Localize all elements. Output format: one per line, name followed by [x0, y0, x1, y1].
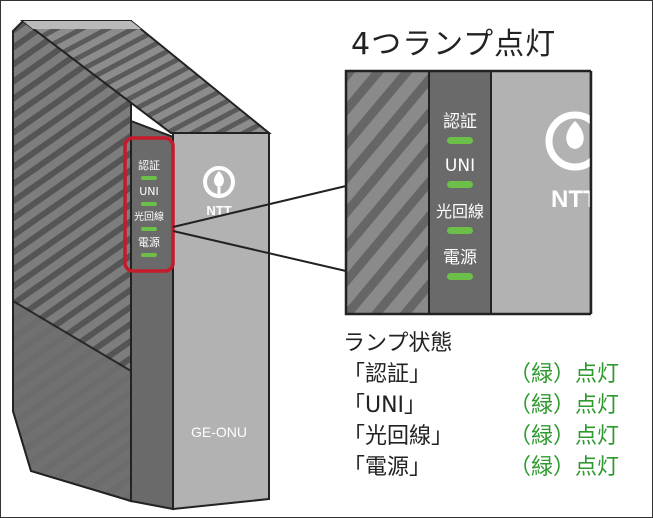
- device-lamp-auth: [141, 176, 157, 180]
- device-front-face: [172, 132, 270, 511]
- status-row-name: 「電源」: [343, 455, 432, 480]
- device-lamp-label-uni: UNI: [139, 185, 159, 198]
- zoom-lamp-uni: [447, 181, 473, 188]
- status-row-name: 「認証」: [343, 362, 432, 387]
- status-title: ランプ状態: [343, 331, 453, 356]
- zoom-lamp-auth: [447, 137, 473, 144]
- lamp-status-table: ランプ状態 「認証」 （緑）点灯 「UNI」 （緑）点灯 「光回線」 （緑）点灯…: [343, 329, 633, 483]
- device-lamp-group: 認証 UNI 光回線 電源: [134, 158, 164, 257]
- status-row-value: （緑）点灯: [509, 424, 620, 449]
- device-model-text: GE-ONU: [191, 424, 247, 440]
- headline: 4つランプ点灯: [351, 27, 557, 62]
- status-row-value: （緑）点灯: [509, 455, 620, 480]
- lamp-highlight-box: [123, 136, 175, 273]
- zoom-lamp-label-uni: UNI: [445, 156, 475, 176]
- device-lamp-label-auth: 認証: [138, 158, 160, 172]
- ntt-logo-icon: [203, 166, 235, 198]
- zoom-panel: NTT 認証 UNI 光回線 電源: [344, 61, 652, 331]
- zoom-lamp-fiber: [447, 227, 473, 234]
- status-row: 「電源」 （緑）点灯: [343, 452, 633, 483]
- status-row-name: 「UNI」: [343, 393, 427, 418]
- callout-lines: [172, 185, 347, 272]
- device-lamp-fiber: [141, 227, 157, 231]
- device-side-panel: [12, 20, 132, 503]
- status-row-name: 「光回線」: [343, 424, 454, 449]
- device-lamp-label-fiber: 光回線: [134, 210, 164, 223]
- zoom-lamp-power: [447, 273, 473, 280]
- status-row-value: （緑）点灯: [509, 362, 620, 387]
- device-lamp-label-power: 電源: [138, 235, 160, 249]
- zoom-lamp-label-fiber: 光回線: [436, 202, 484, 221]
- device-lamp-uni: [141, 202, 157, 206]
- status-row-value: （緑）点灯: [509, 393, 620, 418]
- status-row: 「UNI」 （緑）点灯: [343, 390, 633, 421]
- zoom-lamp-label-auth: 認証: [443, 112, 477, 132]
- zoom-lamp-label-power: 電源: [443, 248, 477, 268]
- status-row: 「認証」 （緑）点灯: [343, 359, 633, 390]
- device-lamp-power: [141, 253, 157, 257]
- status-row: 「光回線」 （緑）点灯: [343, 421, 633, 452]
